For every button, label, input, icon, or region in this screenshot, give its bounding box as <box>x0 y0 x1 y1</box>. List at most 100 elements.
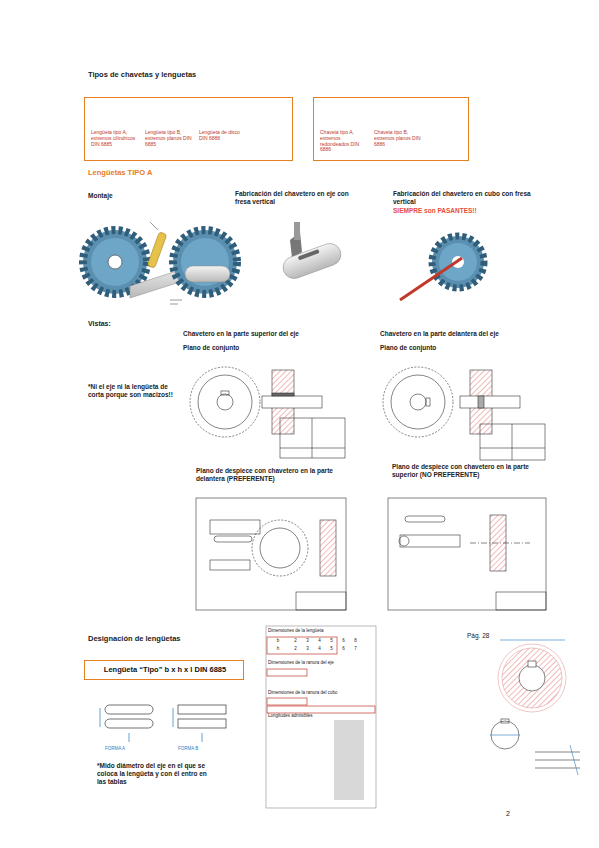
key-shapes <box>100 705 226 742</box>
key-type-box: Lengüeta tipo A, extremos cilíndricos DI… <box>84 97 293 161</box>
key-caption: Chaveta tipo B, extremos planos DIN 6886 <box>374 130 422 156</box>
assembly-gears-part <box>170 304 178 305</box>
text-label: Vistas: <box>88 320 168 328</box>
assembly-gears-part <box>170 300 182 301</box>
assembly-gears-part <box>150 222 158 230</box>
shaft-section-part <box>490 735 520 736</box>
text-label: FORMA B <box>178 746 233 751</box>
detail-drawing-part <box>196 498 346 610</box>
table-cell: 7 <box>350 646 361 651</box>
table-cell: 5 <box>326 646 337 651</box>
table-cell: 4 <box>314 646 325 651</box>
key-caption: Lengüeta tipo B, extremos planos DIN 688… <box>145 130 193 156</box>
assembly-gears-part <box>173 230 237 294</box>
table-cell: h <box>269 646 287 651</box>
assembly-drawing-part <box>312 418 313 458</box>
detail-drawing-part <box>214 536 252 542</box>
designation-box: Lengüeta “Tipo” b x h x l DIN 6885 <box>84 660 244 680</box>
assembly-drawing-2-part <box>426 398 430 406</box>
text-label: Plano de conjunto <box>183 344 358 352</box>
shaft-section-part <box>535 768 580 769</box>
table-cell: 2 <box>290 646 301 651</box>
designation-text: Lengüeta “Tipo” b x h x l DIN 6885 <box>104 666 226 675</box>
table-cell: 3 <box>302 646 313 651</box>
table-cell: 6 <box>338 646 349 651</box>
text-label: *Mido diámetro del eje en el que se colo… <box>97 762 217 785</box>
shaft-section <box>490 640 580 775</box>
table-cell: 3 <box>302 638 313 643</box>
assembly-drawing-2 <box>383 367 545 460</box>
dimension-table <box>266 626 376 808</box>
text-label: Tipos de chavetas y lenguetas <box>88 70 288 79</box>
shaft-milling-part <box>294 222 300 240</box>
text-label: Dimensiones de la ranura del eje <box>268 660 368 665</box>
assembly-gears-part <box>185 266 230 282</box>
assembly-drawing-2-part <box>391 375 445 429</box>
text-label: Fabricación del chavetero en eje con fre… <box>235 190 365 206</box>
assembly-drawing <box>190 367 345 458</box>
text-label: SIEMPRE son PASANTES!! <box>393 207 533 215</box>
shaft-section-part <box>535 760 580 761</box>
key-type-box: Chaveta tipo A, extremos redondeados DIN… <box>313 97 469 161</box>
key-caption: Chaveta tipo A, extremos redondeados DIN… <box>320 130 368 156</box>
assembly-drawing-2-part <box>410 394 426 410</box>
assembly-gears-part <box>91 238 139 286</box>
assembly-drawing-2-part <box>460 396 520 408</box>
assembly-drawing-2-part <box>478 396 484 408</box>
dimension-table-part <box>334 720 364 800</box>
detail-drawing-part <box>252 520 308 576</box>
dimension-table-part <box>267 706 375 713</box>
detail-drawing-part <box>296 592 346 610</box>
detail-drawing-2-part <box>470 543 530 544</box>
key-caption: Lengüeta de disco DIN 6888 <box>199 130 247 156</box>
shaft-section-part <box>501 719 509 723</box>
shaft-section-part <box>500 640 565 641</box>
assembly-drawing-2-part <box>480 448 545 449</box>
assembly-gears <box>83 222 237 304</box>
text-label: Plano de conjunto <box>380 344 555 352</box>
assembly-drawing-2-part <box>480 424 545 460</box>
detail-drawing-2-part <box>399 536 409 546</box>
text-label: Pág. 28 <box>467 632 517 640</box>
detail-drawing-2-part <box>496 592 546 610</box>
key-shapes-part <box>129 733 130 742</box>
detail-drawing-part <box>320 520 336 576</box>
key-shapes-part <box>105 719 153 728</box>
shaft-section-part <box>535 752 580 753</box>
table-cell: 6 <box>338 638 349 643</box>
table-cell: 2 <box>290 638 301 643</box>
dimension-table-part <box>267 698 307 705</box>
key-shapes-part <box>173 708 174 727</box>
hub-milling-part <box>400 258 462 300</box>
assembly-drawing-part <box>190 367 260 437</box>
table-cell: b <box>269 638 287 643</box>
text-label: Longitudes admisibles <box>268 713 368 718</box>
assembly-drawing-part <box>280 418 345 458</box>
dimension-table-part <box>266 626 376 808</box>
key-caption: Lengüeta tipo A, extremos cilíndricos DI… <box>91 130 139 156</box>
assembly-gears-part <box>181 238 229 286</box>
assembly-drawing-2-part <box>383 367 453 437</box>
shaft-section-part <box>519 665 545 691</box>
shaft-section-part <box>528 661 536 667</box>
text-label: FORMA A <box>105 746 160 751</box>
text-label: *Ni el eje ni la lengüeta de corta porqu… <box>88 383 178 399</box>
detail-drawing-2-part <box>388 498 546 610</box>
text-label: Designación de lengüetas <box>88 634 248 643</box>
assembly-drawing-part <box>221 391 229 395</box>
detail-drawing-part <box>210 520 260 534</box>
dimension-table-part <box>267 669 307 676</box>
shaft-milling-part <box>298 249 320 260</box>
text-label: Dimensiones de la ranura del cubo <box>268 690 368 695</box>
assembly-drawing-part <box>272 393 294 396</box>
table-cell: 5 <box>326 638 337 643</box>
page-number: 2 <box>506 810 526 818</box>
text-label: Montaje <box>88 192 168 200</box>
assembly-drawing-part <box>217 394 233 410</box>
assembly-drawing-2-part <box>512 424 513 460</box>
text-label: Lengüetas TIPO A <box>88 168 238 177</box>
assembly-gears-part <box>147 232 167 269</box>
text-label: Plano de despiece con chavetero en la pa… <box>392 463 542 479</box>
shaft-milling <box>280 222 344 282</box>
text-label: Dimensiones de la lengüeta <box>268 628 368 633</box>
